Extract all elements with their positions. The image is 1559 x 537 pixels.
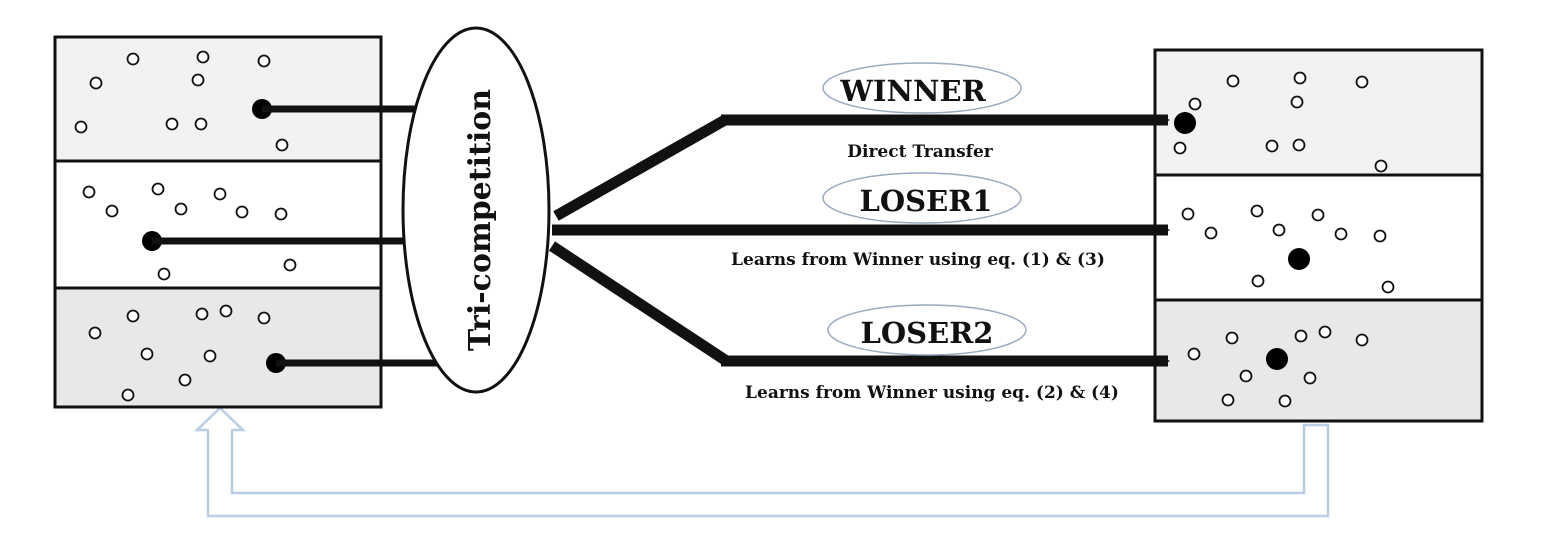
loser1-description: Learns from Winner using eq. (1) & (3): [731, 250, 1105, 270]
left-population-member: [74, 120, 88, 134]
loser1-individual: [1288, 248, 1310, 270]
right-population-member: [1250, 204, 1264, 218]
left-population-member: [157, 267, 171, 281]
left-population-member: [105, 204, 119, 218]
left-population-member: [257, 54, 271, 68]
left-population-member: [82, 185, 96, 199]
right-population-member: [1303, 371, 1317, 385]
left-population-member: [140, 347, 154, 361]
output-arrows: [548, 114, 1170, 367]
right-population-member: [1355, 333, 1369, 347]
right-population-member: [1187, 347, 1201, 361]
left-population-member: [283, 258, 297, 272]
left-subpopulation-2: [53, 159, 383, 290]
winner-branch: [553, 115, 728, 221]
loser1-tag: LOSER1: [822, 172, 1022, 224]
right-subpopulation-1: [1153, 48, 1484, 177]
right-population-member: [1225, 331, 1239, 345]
left-population-member: [178, 373, 192, 387]
winner-tag-oval: [822, 62, 1022, 114]
winner-tag: WINNER: [822, 62, 1022, 114]
tri-competition-label: Tri-competition: [463, 89, 498, 351]
winner-tag-text: WINNER: [839, 74, 986, 108]
right-population-member: [1374, 159, 1388, 173]
left-population-member: [88, 326, 102, 340]
left-population: [53, 35, 383, 409]
left-population-member: [126, 309, 140, 323]
right-population-member: [1292, 138, 1306, 152]
left-population-member: [174, 202, 188, 216]
left-subpopulation-3: [53, 286, 383, 409]
left-population-member: [195, 307, 209, 321]
loser2-description: Learns from Winner using eq. (2) & (4): [745, 383, 1119, 403]
loser1-tag-oval: [822, 172, 1022, 224]
right-population-member: [1181, 207, 1195, 221]
right-population-member: [1334, 227, 1348, 241]
left-population-member: [89, 76, 103, 90]
right-population-member: [1265, 139, 1279, 153]
left-population-member: [213, 187, 227, 201]
left-population-member: [257, 311, 271, 325]
loser2-tag-text: LOSER2: [861, 316, 994, 350]
right-population-member: [1381, 280, 1395, 294]
right-population-member: [1355, 75, 1369, 89]
left-population-member: [191, 73, 205, 87]
loser2-tag: LOSER2: [827, 304, 1027, 356]
right-population-member: [1226, 74, 1240, 88]
winner-description: Direct Transfer: [847, 142, 994, 162]
right-population-member: [1272, 223, 1286, 237]
left-population-member: [275, 138, 289, 152]
tri-competition-node: [401, 26, 551, 394]
left-population-member: [274, 207, 288, 221]
left-population-member: [194, 117, 208, 131]
left-population-member: [235, 205, 249, 219]
right-population-member: [1239, 369, 1253, 383]
right-population-member: [1278, 394, 1292, 408]
right-subpopulation-3: [1153, 298, 1484, 423]
right-population-member: [1290, 95, 1304, 109]
loser2-branch: [548, 241, 729, 365]
right-population-member: [1294, 329, 1308, 343]
left-population-member: [165, 117, 179, 131]
right-population-member: [1221, 393, 1235, 407]
loser2-tag-oval: [827, 304, 1027, 356]
right-population-member: [1293, 71, 1307, 85]
right-population: [1153, 48, 1484, 423]
left-population-member: [121, 388, 135, 402]
left-population-member: [203, 349, 217, 363]
right-population-member: [1373, 229, 1387, 243]
right-population-member: [1318, 325, 1332, 339]
left-population-member: [196, 50, 210, 64]
left-population-member: [219, 304, 233, 318]
right-population-member: [1188, 97, 1202, 111]
left-population-member: [151, 182, 165, 196]
feedback-arrow: [193, 406, 1330, 518]
winner-individual: [1174, 112, 1196, 134]
right-population-member: [1311, 208, 1325, 222]
left-subpopulation-1: [53, 35, 383, 163]
loser1-tag-text: LOSER1: [860, 184, 993, 218]
right-population-member: [1204, 226, 1218, 240]
left-population-member: [126, 52, 140, 66]
right-population-member: [1173, 141, 1187, 155]
loser2-individual: [1266, 348, 1288, 370]
right-population-member: [1251, 274, 1265, 288]
right-subpopulation-2: [1153, 173, 1484, 302]
